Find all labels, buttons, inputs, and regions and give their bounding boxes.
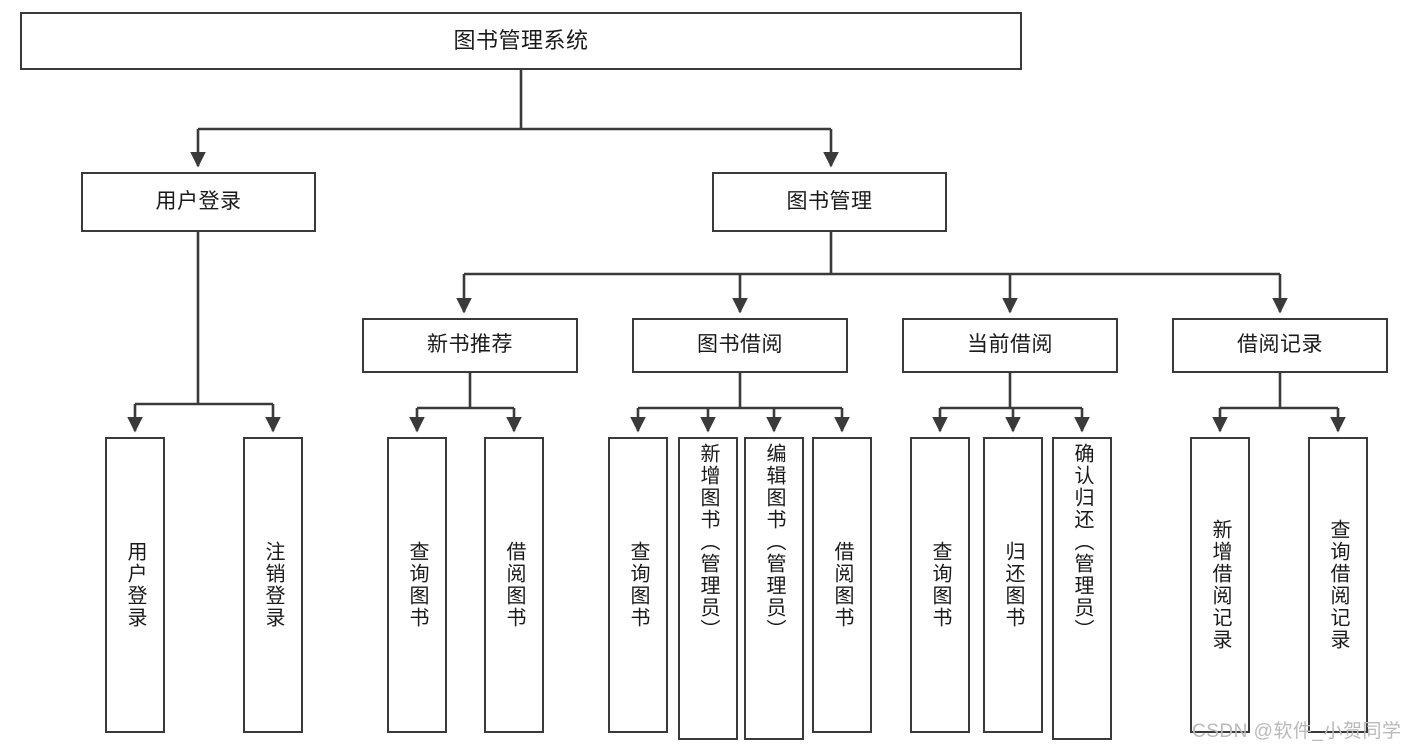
node-leaf-query-book-borrow[interactable]: 查询图书 [608, 437, 668, 733]
node-book-manage[interactable]: 图书管理 [712, 172, 947, 232]
node-leaf-borrow-book-label: 借阅图书 [831, 541, 853, 629]
node-user-login-label: 用户登录 [155, 189, 242, 213]
node-leaf-return-book[interactable]: 归还图书 [983, 437, 1043, 733]
node-leaf-edit-book[interactable]: 编辑图书（管理员） [744, 437, 804, 740]
node-leaf-borrow-book-recommend[interactable]: 借阅图书 [484, 437, 544, 733]
watermark-text: CSDN @软件_小贺同学 [1192, 721, 1402, 742]
node-leaf-query-book-borrow-label: 查询图书 [627, 541, 649, 629]
node-user-login[interactable]: 用户登录 [81, 172, 316, 232]
node-leaf-return-book-label: 归还图书 [1002, 541, 1024, 629]
node-current-borrow[interactable]: 当前借阅 [902, 318, 1118, 373]
node-leaf-confirm-return[interactable]: 确认归还（管理员） [1052, 437, 1112, 740]
node-new-book-recommend-label: 新书推荐 [427, 333, 513, 357]
node-leaf-query-borrow-record-label: 查询借阅记录 [1327, 519, 1349, 651]
node-leaf-query-book-current[interactable]: 查询图书 [910, 437, 970, 733]
node-leaf-query-book-recommend[interactable]: 查询图书 [387, 437, 447, 733]
node-root-system[interactable]: 图书管理系统 [20, 12, 1022, 70]
node-borrow-record[interactable]: 借阅记录 [1172, 318, 1388, 373]
node-leaf-query-borrow-record[interactable]: 查询借阅记录 [1308, 437, 1368, 733]
node-leaf-confirm-return-label: 确认归还（管理员） [1071, 443, 1093, 641]
node-borrow-record-label: 借阅记录 [1237, 333, 1323, 357]
node-leaf-query-book-current-label: 查询图书 [929, 541, 951, 629]
node-leaf-borrow-book[interactable]: 借阅图书 [812, 437, 872, 733]
node-leaf-add-borrow-record-label: 新增借阅记录 [1209, 519, 1231, 651]
node-leaf-add-book-label: 新增图书（管理员） [697, 443, 719, 641]
node-book-borrow-label: 图书借阅 [697, 333, 783, 357]
node-leaf-edit-book-label: 编辑图书（管理员） [763, 443, 785, 641]
node-leaf-logout-label: 注销登录 [262, 541, 284, 629]
node-leaf-add-book[interactable]: 新增图书（管理员） [678, 437, 738, 740]
node-leaf-logout[interactable]: 注销登录 [243, 437, 303, 733]
node-leaf-user-login[interactable]: 用户登录 [105, 437, 165, 733]
node-leaf-add-borrow-record[interactable]: 新增借阅记录 [1190, 437, 1250, 733]
node-leaf-user-login-label: 用户登录 [124, 541, 146, 629]
node-new-book-recommend[interactable]: 新书推荐 [362, 318, 578, 373]
node-current-borrow-label: 当前借阅 [967, 333, 1053, 357]
node-book-manage-label: 图书管理 [786, 189, 873, 213]
node-leaf-borrow-book-recommend-label: 借阅图书 [503, 541, 525, 629]
node-root-label: 图书管理系统 [453, 28, 589, 54]
node-leaf-query-book-recommend-label: 查询图书 [406, 541, 428, 629]
node-book-borrow[interactable]: 图书借阅 [632, 318, 848, 373]
